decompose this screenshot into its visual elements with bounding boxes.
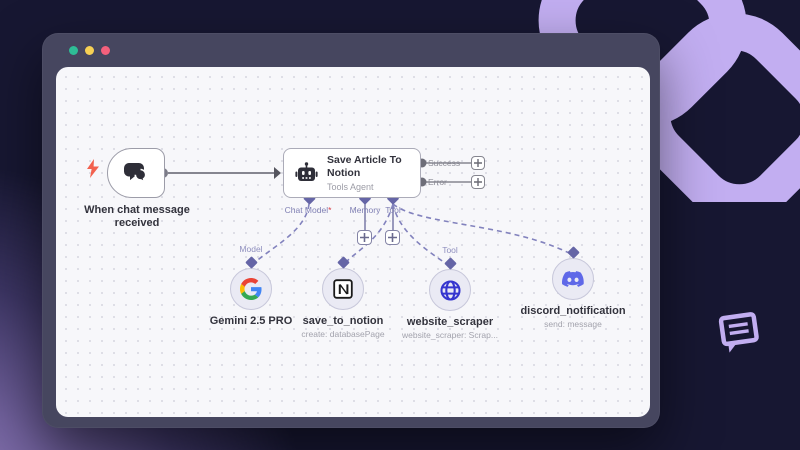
chat-message-icon [124, 163, 147, 184]
subnode-input-port[interactable] [566, 246, 580, 259]
subnode-save-to-notion[interactable]: save_to_notion create: databasePage [268, 244, 418, 339]
subnode-detail: send: message [544, 319, 602, 329]
subnode-detail: website_scraper: Scrap... [402, 330, 498, 340]
subnode-gemini[interactable]: Model Gemini 2.5 PRO [176, 244, 326, 329]
subnode-name: save_to_notion [302, 315, 384, 327]
port-label-tool: Tool [385, 205, 401, 215]
add-error-node-button[interactable] [471, 175, 485, 189]
subnode-name: discord_notification [520, 305, 626, 317]
workflow-canvas[interactable]: When chat message received Save Article … [56, 67, 650, 417]
add-tool-button[interactable] [385, 230, 400, 245]
subnode-name: website_scraper [406, 316, 494, 328]
port-label-memory: Memory [349, 205, 381, 215]
connection-tool-scraper[interactable] [392, 203, 449, 266]
subnode-port-label: Model [239, 244, 263, 254]
trigger-node[interactable] [107, 148, 165, 198]
port-label-chat-model: Chat Model* [284, 205, 332, 215]
agent-node[interactable]: Save Article To Notion Tools Agent [283, 148, 421, 198]
lightning-bolt-icon [87, 159, 99, 178]
app-window: When chat message received Save Article … [42, 33, 660, 428]
google-icon [240, 278, 262, 300]
subnode-input-port[interactable] [336, 256, 350, 269]
add-memory-button[interactable] [357, 230, 372, 245]
robot-icon [295, 162, 318, 181]
traffic-light-red[interactable] [101, 45, 110, 55]
subnode-website-scraper[interactable]: Tool website_scraper website_scraper: Sc… [375, 245, 525, 340]
subnode-name: Gemini 2.5 PRO [209, 315, 293, 327]
connection-tool-discord[interactable] [392, 203, 570, 254]
notion-icon [333, 279, 353, 299]
window-titlebar [42, 33, 660, 67]
traffic-light-yellow[interactable] [85, 45, 94, 55]
trigger-node-label: When chat message received [84, 204, 190, 230]
subnode-input-port[interactable] [244, 256, 258, 269]
connection-tool-notion[interactable] [344, 203, 394, 264]
agent-node-title: Save Article To Notion [327, 154, 402, 179]
success-output-label: Success [428, 158, 461, 168]
traffic-light-green[interactable] [69, 45, 78, 55]
subnode-discord-notification[interactable]: discord_notification send: message [498, 234, 648, 329]
connection-trigger-to-agent[interactable] [168, 167, 281, 179]
discord-icon [562, 271, 584, 287]
subnode-port-label: Tool [442, 245, 458, 255]
input-arrow-icon [274, 167, 281, 179]
subnode-port-label [498, 234, 648, 245]
subnode-input-port[interactable] [443, 257, 457, 270]
error-output-label: Error [428, 177, 447, 187]
connection-chatmodel-gemini[interactable] [252, 203, 310, 265]
add-success-node-button[interactable] [471, 156, 485, 170]
agent-node-subtitle: Tools Agent [327, 181, 374, 192]
chat-bubble-icon [718, 312, 759, 353]
globe-icon [439, 279, 461, 301]
subnode-detail: create: databasePage [301, 329, 385, 339]
